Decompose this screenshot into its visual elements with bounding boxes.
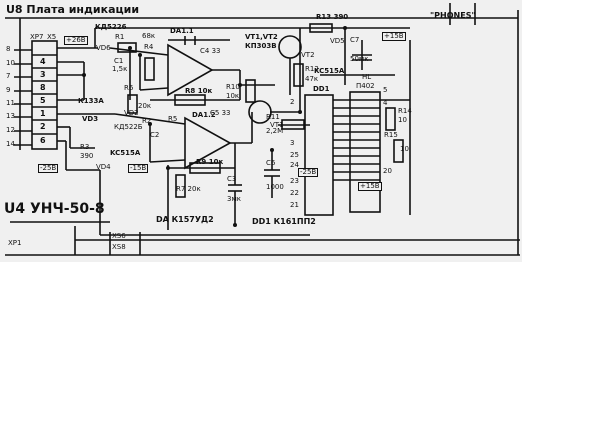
- schematic-scan: U8 Плата индикации U4 УНЧ-50-8 "PHONES" …: [0, 0, 522, 262]
- xp7-label: XP7: [30, 33, 44, 41]
- vt1-label: VT1: [270, 121, 284, 129]
- r4-value: 68к: [142, 32, 156, 40]
- c6-value: 1000: [266, 183, 284, 191]
- dd-pin: 23: [290, 177, 299, 185]
- pin-left: 9: [6, 86, 11, 94]
- voltage-label: -25В: [298, 168, 319, 177]
- pin-right: 1: [40, 109, 46, 118]
- ic-type-label: К133А: [78, 97, 104, 105]
- c2-label: C2: [150, 131, 160, 139]
- zener2-type-label: KC515A: [314, 67, 345, 75]
- dd1-label: DD1: [313, 85, 330, 93]
- pin-right: 8: [40, 83, 46, 92]
- pin-left: 10: [6, 59, 15, 67]
- r5-label: R5: [168, 115, 178, 123]
- r1-value: 1,5к: [112, 65, 128, 73]
- c7-label: C7: [350, 36, 360, 44]
- pin-left: 11: [6, 99, 15, 107]
- r1-label: R1: [115, 33, 125, 41]
- dd-pin: 3: [290, 139, 295, 147]
- phones-label: "PHONES": [430, 11, 476, 20]
- zener-type-label: KC515A: [110, 149, 141, 157]
- xs6-label: XS6: [112, 232, 126, 240]
- xs8-label: XS8: [112, 243, 126, 251]
- r14-label: R14: [398, 107, 412, 115]
- r15-value: 10: [400, 145, 409, 153]
- r10-value: 10к: [226, 92, 240, 100]
- r9-label: R9 10к: [196, 158, 224, 166]
- c1-label: C1: [114, 57, 124, 65]
- pin-right: 6: [40, 136, 46, 145]
- pin-left: 12: [6, 126, 15, 134]
- r5-value: 20к: [138, 102, 152, 110]
- r14-value: 10: [398, 116, 407, 124]
- dd-pin: 24: [290, 161, 299, 169]
- r6-label: R6: [124, 84, 134, 92]
- vd2-type-label: КД522Б: [114, 123, 143, 131]
- pin-left: 14: [6, 140, 15, 148]
- voltage-label: -15В: [128, 164, 149, 173]
- r4-label: R4: [144, 43, 154, 51]
- c7-value: 50мк: [350, 55, 369, 63]
- fet-type-label: КП303В: [245, 42, 277, 50]
- r13-label: R13 390: [316, 13, 349, 21]
- c3-value: 3мк: [227, 195, 241, 203]
- vt2-label: VT2: [301, 51, 315, 59]
- r11-value: 2,2М: [266, 127, 284, 135]
- pin-left: 13: [6, 112, 15, 120]
- r12-value: 47к: [305, 75, 319, 83]
- dd-pin: 25: [290, 151, 299, 159]
- pin-left: 7: [6, 72, 11, 80]
- board-subtitle: U4 УНЧ-50-8: [4, 201, 105, 217]
- c4-label: C4 33: [200, 47, 221, 55]
- pin-right: 4: [40, 57, 46, 66]
- vd5-label: VD5: [330, 37, 345, 45]
- dd-pin: 21: [290, 201, 299, 209]
- r12-label: R12: [305, 65, 319, 73]
- pin-right: 5: [40, 96, 46, 105]
- r8-label: R8 10к: [185, 87, 213, 95]
- da12-label: DA1.2: [192, 111, 216, 119]
- vd6-label: VD6: [96, 44, 111, 52]
- hl-pin: 4: [383, 99, 388, 107]
- hl-pin: 5: [383, 86, 388, 94]
- c6-label: C6: [266, 159, 276, 167]
- hl-pin: 20: [383, 167, 392, 175]
- board-title: U8 Плата индикации: [6, 3, 140, 16]
- r15-label: R15: [384, 131, 398, 139]
- vd3-label: VD3: [82, 115, 99, 123]
- c5-label: C5 33: [210, 109, 231, 117]
- r11-label: R11: [266, 113, 280, 121]
- vd4-label: VD4: [96, 163, 111, 171]
- voltage-label: +15В: [382, 32, 406, 41]
- xp1-label: XP1: [8, 239, 22, 247]
- hl-label: HL: [362, 73, 372, 81]
- r2-label: R2: [142, 117, 152, 125]
- dd-pin: 2: [290, 98, 295, 106]
- voltage-label: +15В: [358, 182, 382, 191]
- diode-type-label: КД5226: [95, 23, 127, 31]
- pin-right: 2: [40, 122, 46, 131]
- pin-right: 3: [40, 70, 46, 79]
- da-bottom-label: DA К157УД2: [156, 215, 214, 224]
- voltage-label: -25В: [38, 164, 59, 173]
- vt-label: VT1,VT2: [245, 33, 278, 41]
- hl-type-label: П402: [356, 82, 375, 90]
- schematic-wiring: [5, 3, 520, 256]
- dd-pin: 22: [290, 189, 299, 197]
- da11-label: DA1.1: [170, 27, 194, 35]
- r3-value: 390: [80, 152, 94, 160]
- vd2-label: VD2: [124, 109, 139, 117]
- pin-left: 8: [6, 45, 11, 53]
- r7-label: R7 20к: [176, 185, 201, 193]
- dd-bottom-label: DD1 К161ПП2: [252, 217, 316, 226]
- r10-label: R10: [226, 83, 240, 91]
- r3-label: R3: [80, 143, 90, 151]
- c3-label: C3: [227, 175, 237, 183]
- x5-label: X5: [47, 33, 57, 41]
- voltage-label: +26В: [64, 36, 88, 45]
